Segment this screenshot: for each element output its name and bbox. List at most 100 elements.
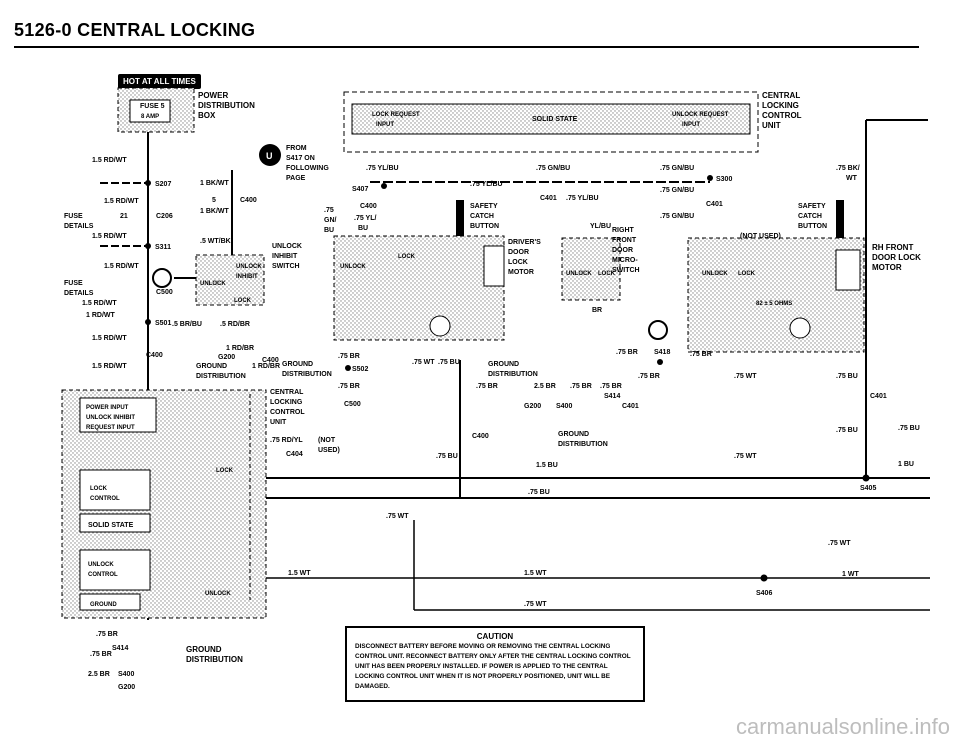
svg-text:LOCK: LOCK <box>738 271 756 277</box>
svg-text:.75 BU: .75 BU <box>836 373 858 380</box>
svg-text:(NOT: (NOT <box>318 437 336 444</box>
svg-text:.75 BR: .75 BR <box>600 383 622 390</box>
svg-text:LOCKING: LOCKING <box>762 101 799 110</box>
svg-text:UNLOCK: UNLOCK <box>236 264 262 270</box>
svg-text:S417 ON: S417 ON <box>286 155 315 162</box>
svg-text:UNLOCK REQUEST: UNLOCK REQUEST <box>672 112 729 118</box>
svg-text:UNLOCK: UNLOCK <box>702 271 728 277</box>
svg-text:.75 BR: .75 BR <box>476 383 498 390</box>
svg-text:CONTROL: CONTROL <box>88 572 118 578</box>
svg-text:LOCK: LOCK <box>508 259 528 266</box>
svg-text:BU: BU <box>324 227 334 234</box>
svg-text:MOTOR: MOTOR <box>872 263 902 272</box>
svg-text:C401: C401 <box>622 403 639 410</box>
svg-text:CENTRAL: CENTRAL <box>762 91 800 100</box>
svg-text:SWITCH: SWITCH <box>612 267 640 274</box>
svg-text:LOCK: LOCK <box>598 271 616 277</box>
svg-text:.75 BU: .75 BU <box>438 359 460 366</box>
svg-text:G200: G200 <box>118 684 135 691</box>
svg-text:1 BU: 1 BU <box>898 461 914 468</box>
svg-text:.75 YL/BU: .75 YL/BU <box>366 165 399 172</box>
svg-text:1.5 BU: 1.5 BU <box>536 462 558 469</box>
svg-text:DOOR LOCK: DOOR LOCK <box>872 253 921 262</box>
title-rule <box>14 46 919 48</box>
svg-text:.75 GN/BU: .75 GN/BU <box>536 165 570 172</box>
page-title: 5126-0 CENTRAL LOCKING <box>14 20 256 40</box>
svg-text:.75 WT: .75 WT <box>828 540 851 547</box>
svg-text:C400: C400 <box>240 197 257 204</box>
svg-text:.5 RD/BR: .5 RD/BR <box>220 321 250 328</box>
svg-text:S207: S207 <box>155 181 171 188</box>
svg-text:DOOR: DOOR <box>612 247 633 254</box>
svg-text:S502: S502 <box>352 366 368 373</box>
svg-text:S414: S414 <box>112 645 128 652</box>
svg-text:SAFETY: SAFETY <box>798 203 826 210</box>
svg-text:CONTROL: CONTROL <box>90 496 120 502</box>
drivers-door-lock-motor <box>333 235 505 341</box>
svg-text:FROM: FROM <box>286 145 307 152</box>
svg-text:82 ± 5 OHMS: 82 ± 5 OHMS <box>756 301 792 307</box>
svg-text:YL/BU: YL/BU <box>590 223 611 230</box>
svg-text:RIGHT: RIGHT <box>612 227 635 234</box>
svg-text:.75 BU: .75 BU <box>436 453 458 460</box>
svg-text:GROUND: GROUND <box>488 361 519 368</box>
svg-text:1.5 RD/WT: 1.5 RD/WT <box>92 157 127 164</box>
svg-text:.75 YL/BU: .75 YL/BU <box>470 181 503 188</box>
svg-text:.75 WT: .75 WT <box>386 513 409 520</box>
svg-text:FUSE: FUSE <box>64 213 83 220</box>
svg-text:GROUND: GROUND <box>196 363 227 370</box>
svg-text:1 RD/BR: 1 RD/BR <box>252 363 280 370</box>
svg-text:.5 BR/BU: .5 BR/BU <box>172 321 202 328</box>
svg-text:BUTTON: BUTTON <box>798 223 827 230</box>
svg-text:.75 BK/: .75 BK/ <box>836 165 860 172</box>
svg-text:SOLID STATE: SOLID STATE <box>532 116 578 123</box>
svg-text:SAFETY: SAFETY <box>470 203 498 210</box>
svg-text:DISTRIBUTION: DISTRIBUTION <box>198 101 255 110</box>
svg-text:FUSE 5: FUSE 5 <box>140 103 165 110</box>
svg-text:S300: S300 <box>716 176 732 183</box>
svg-text:C401: C401 <box>706 201 723 208</box>
svg-text:1 BK/WT: 1 BK/WT <box>200 208 230 215</box>
svg-text:.75 WT: .75 WT <box>412 359 435 366</box>
svg-text:GROUND: GROUND <box>282 361 313 368</box>
svg-text:DRIVER'S: DRIVER'S <box>508 239 541 246</box>
svg-text:C500: C500 <box>344 401 361 408</box>
svg-text:CENTRAL: CENTRAL <box>270 389 304 396</box>
svg-text:UNLOCK: UNLOCK <box>272 243 302 250</box>
svg-text:C404: C404 <box>286 451 303 458</box>
svg-text:UNIT: UNIT <box>762 121 781 130</box>
svg-text:G200: G200 <box>218 354 235 361</box>
svg-text:DISTRIBUTION: DISTRIBUTION <box>282 371 332 378</box>
svg-text:RH FRONT: RH FRONT <box>872 243 913 252</box>
svg-text:1.5 RD/WT: 1.5 RD/WT <box>92 233 127 240</box>
svg-text:DISTRIBUTION: DISTRIBUTION <box>488 371 538 378</box>
svg-text:.75 GN/BU: .75 GN/BU <box>660 187 694 194</box>
svg-text:INPUT: INPUT <box>376 122 394 128</box>
svg-text:21: 21 <box>120 213 128 220</box>
right-front-door-micro-switch <box>561 237 621 301</box>
svg-text:BR: BR <box>592 307 602 314</box>
svg-text:1 RD/BR: 1 RD/BR <box>226 345 254 352</box>
svg-text:INPUT: INPUT <box>682 122 700 128</box>
svg-text:S400: S400 <box>556 403 572 410</box>
svg-text:GROUND: GROUND <box>186 645 222 654</box>
svg-text:MOTOR: MOTOR <box>508 269 534 276</box>
svg-text:.75 WT: .75 WT <box>524 601 547 608</box>
svg-text:S407: S407 <box>352 186 368 193</box>
svg-text:.75 BU: .75 BU <box>898 425 920 432</box>
svg-text:2.5 BR: 2.5 BR <box>534 383 556 390</box>
svg-text:UNIT: UNIT <box>270 419 287 426</box>
svg-text:REQUEST INPUT: REQUEST INPUT <box>86 425 135 431</box>
svg-text:.75 BR: .75 BR <box>90 651 112 658</box>
svg-text:LOCKING: LOCKING <box>270 399 303 406</box>
svg-text:.75 BU: .75 BU <box>836 427 858 434</box>
svg-text:POWER: POWER <box>198 91 228 100</box>
hot-at-all-times-badge: HOT AT ALL TIMES <box>118 74 201 89</box>
svg-text:FOLLOWING: FOLLOWING <box>286 165 329 172</box>
caution-text: DISCONNECT BATTERY BEFORE MOVING OR REMO… <box>355 643 631 690</box>
svg-text:1 RD/WT: 1 RD/WT <box>86 312 116 319</box>
svg-text:LOCK: LOCK <box>216 468 234 474</box>
svg-text:1 WT: 1 WT <box>842 571 859 578</box>
svg-text:S414: S414 <box>604 393 620 400</box>
